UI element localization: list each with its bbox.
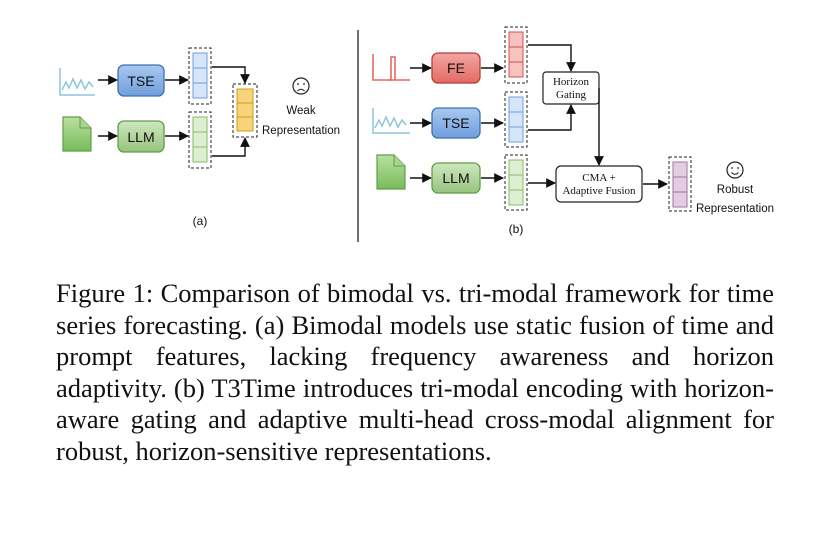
frequency-spike-icon bbox=[372, 54, 410, 81]
fused-embedding-b bbox=[668, 156, 692, 212]
llm-encoder-box-a bbox=[117, 120, 165, 153]
weak-label-line1: Weak bbox=[286, 105, 315, 117]
waveform-icon bbox=[59, 68, 95, 96]
llm-embedding-a bbox=[188, 111, 212, 169]
fe-embedding bbox=[504, 26, 528, 84]
gating-label-line1: Horizon bbox=[553, 76, 590, 88]
document-icon bbox=[62, 116, 92, 152]
fe-encoder-box bbox=[431, 52, 481, 84]
tse-embedding-b bbox=[504, 91, 528, 148]
panel-a: TSE LLM bbox=[59, 47, 340, 228]
llm-label-a: LLM bbox=[127, 129, 154, 145]
tse-encoder-box-b bbox=[431, 107, 481, 139]
llm-encoder-box-b bbox=[431, 162, 481, 194]
document-icon-b bbox=[376, 154, 406, 190]
figure-diagram: TSE LLM bbox=[59, 26, 774, 242]
robust-label-line2: Representation bbox=[696, 203, 774, 215]
tse-embedding-a bbox=[188, 47, 212, 105]
llm-label-b: LLM bbox=[442, 170, 469, 186]
panel-a-tag: (a) bbox=[193, 214, 208, 228]
robust-label-line1: Robust bbox=[717, 184, 754, 196]
figure-caption: Figure 1: Comparison of bimodal vs. tri-… bbox=[56, 278, 774, 466]
gating-label-line2: Gating bbox=[556, 89, 586, 101]
weak-label-line2: Representation bbox=[262, 125, 340, 137]
fusion-label-line1: CMA + bbox=[582, 172, 615, 184]
waveform-icon-b bbox=[372, 108, 410, 134]
fused-embedding-a bbox=[232, 83, 258, 138]
frown-face-icon bbox=[292, 77, 310, 95]
panel-b: FE TSE LLM bbox=[372, 26, 774, 236]
fe-label: FE bbox=[447, 60, 465, 76]
panel-b-tag: (b) bbox=[509, 222, 524, 236]
tse-label-b: TSE bbox=[442, 115, 469, 131]
cma-fusion-box bbox=[555, 165, 643, 203]
fusion-label-line2: Adaptive Fusion bbox=[562, 185, 636, 197]
tse-encoder-box-a bbox=[117, 64, 165, 97]
smile-face-icon bbox=[726, 161, 744, 179]
tse-label-a: TSE bbox=[127, 73, 154, 89]
llm-embedding-b bbox=[504, 154, 528, 211]
